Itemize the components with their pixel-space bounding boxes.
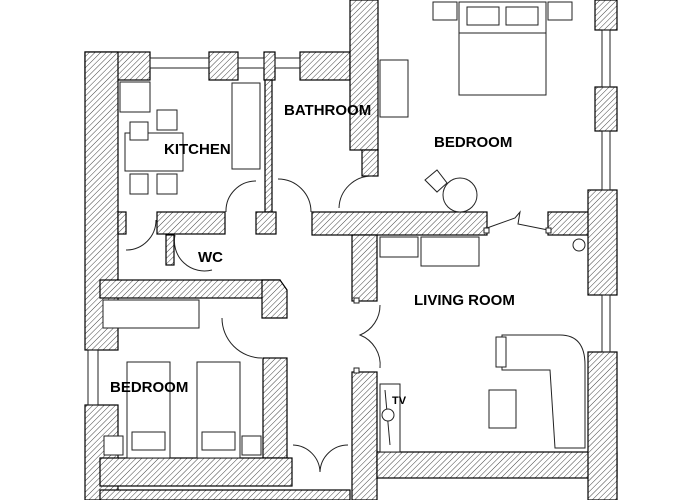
room-label-wc: WC (198, 249, 223, 266)
windows (87, 29, 611, 406)
room-label-living-room: LIVING ROOM (414, 292, 515, 309)
room-label-kitchen: KITCHEN (164, 141, 231, 158)
room-label-second-bedroom: BEDROOM (110, 379, 188, 396)
room-label-main-bedroom: BEDROOM (434, 134, 512, 151)
furniture (102, 1, 586, 459)
room-label-bathroom: BATHROOM (284, 102, 371, 119)
doors (125, 175, 552, 473)
tv-label: TV (392, 395, 407, 407)
